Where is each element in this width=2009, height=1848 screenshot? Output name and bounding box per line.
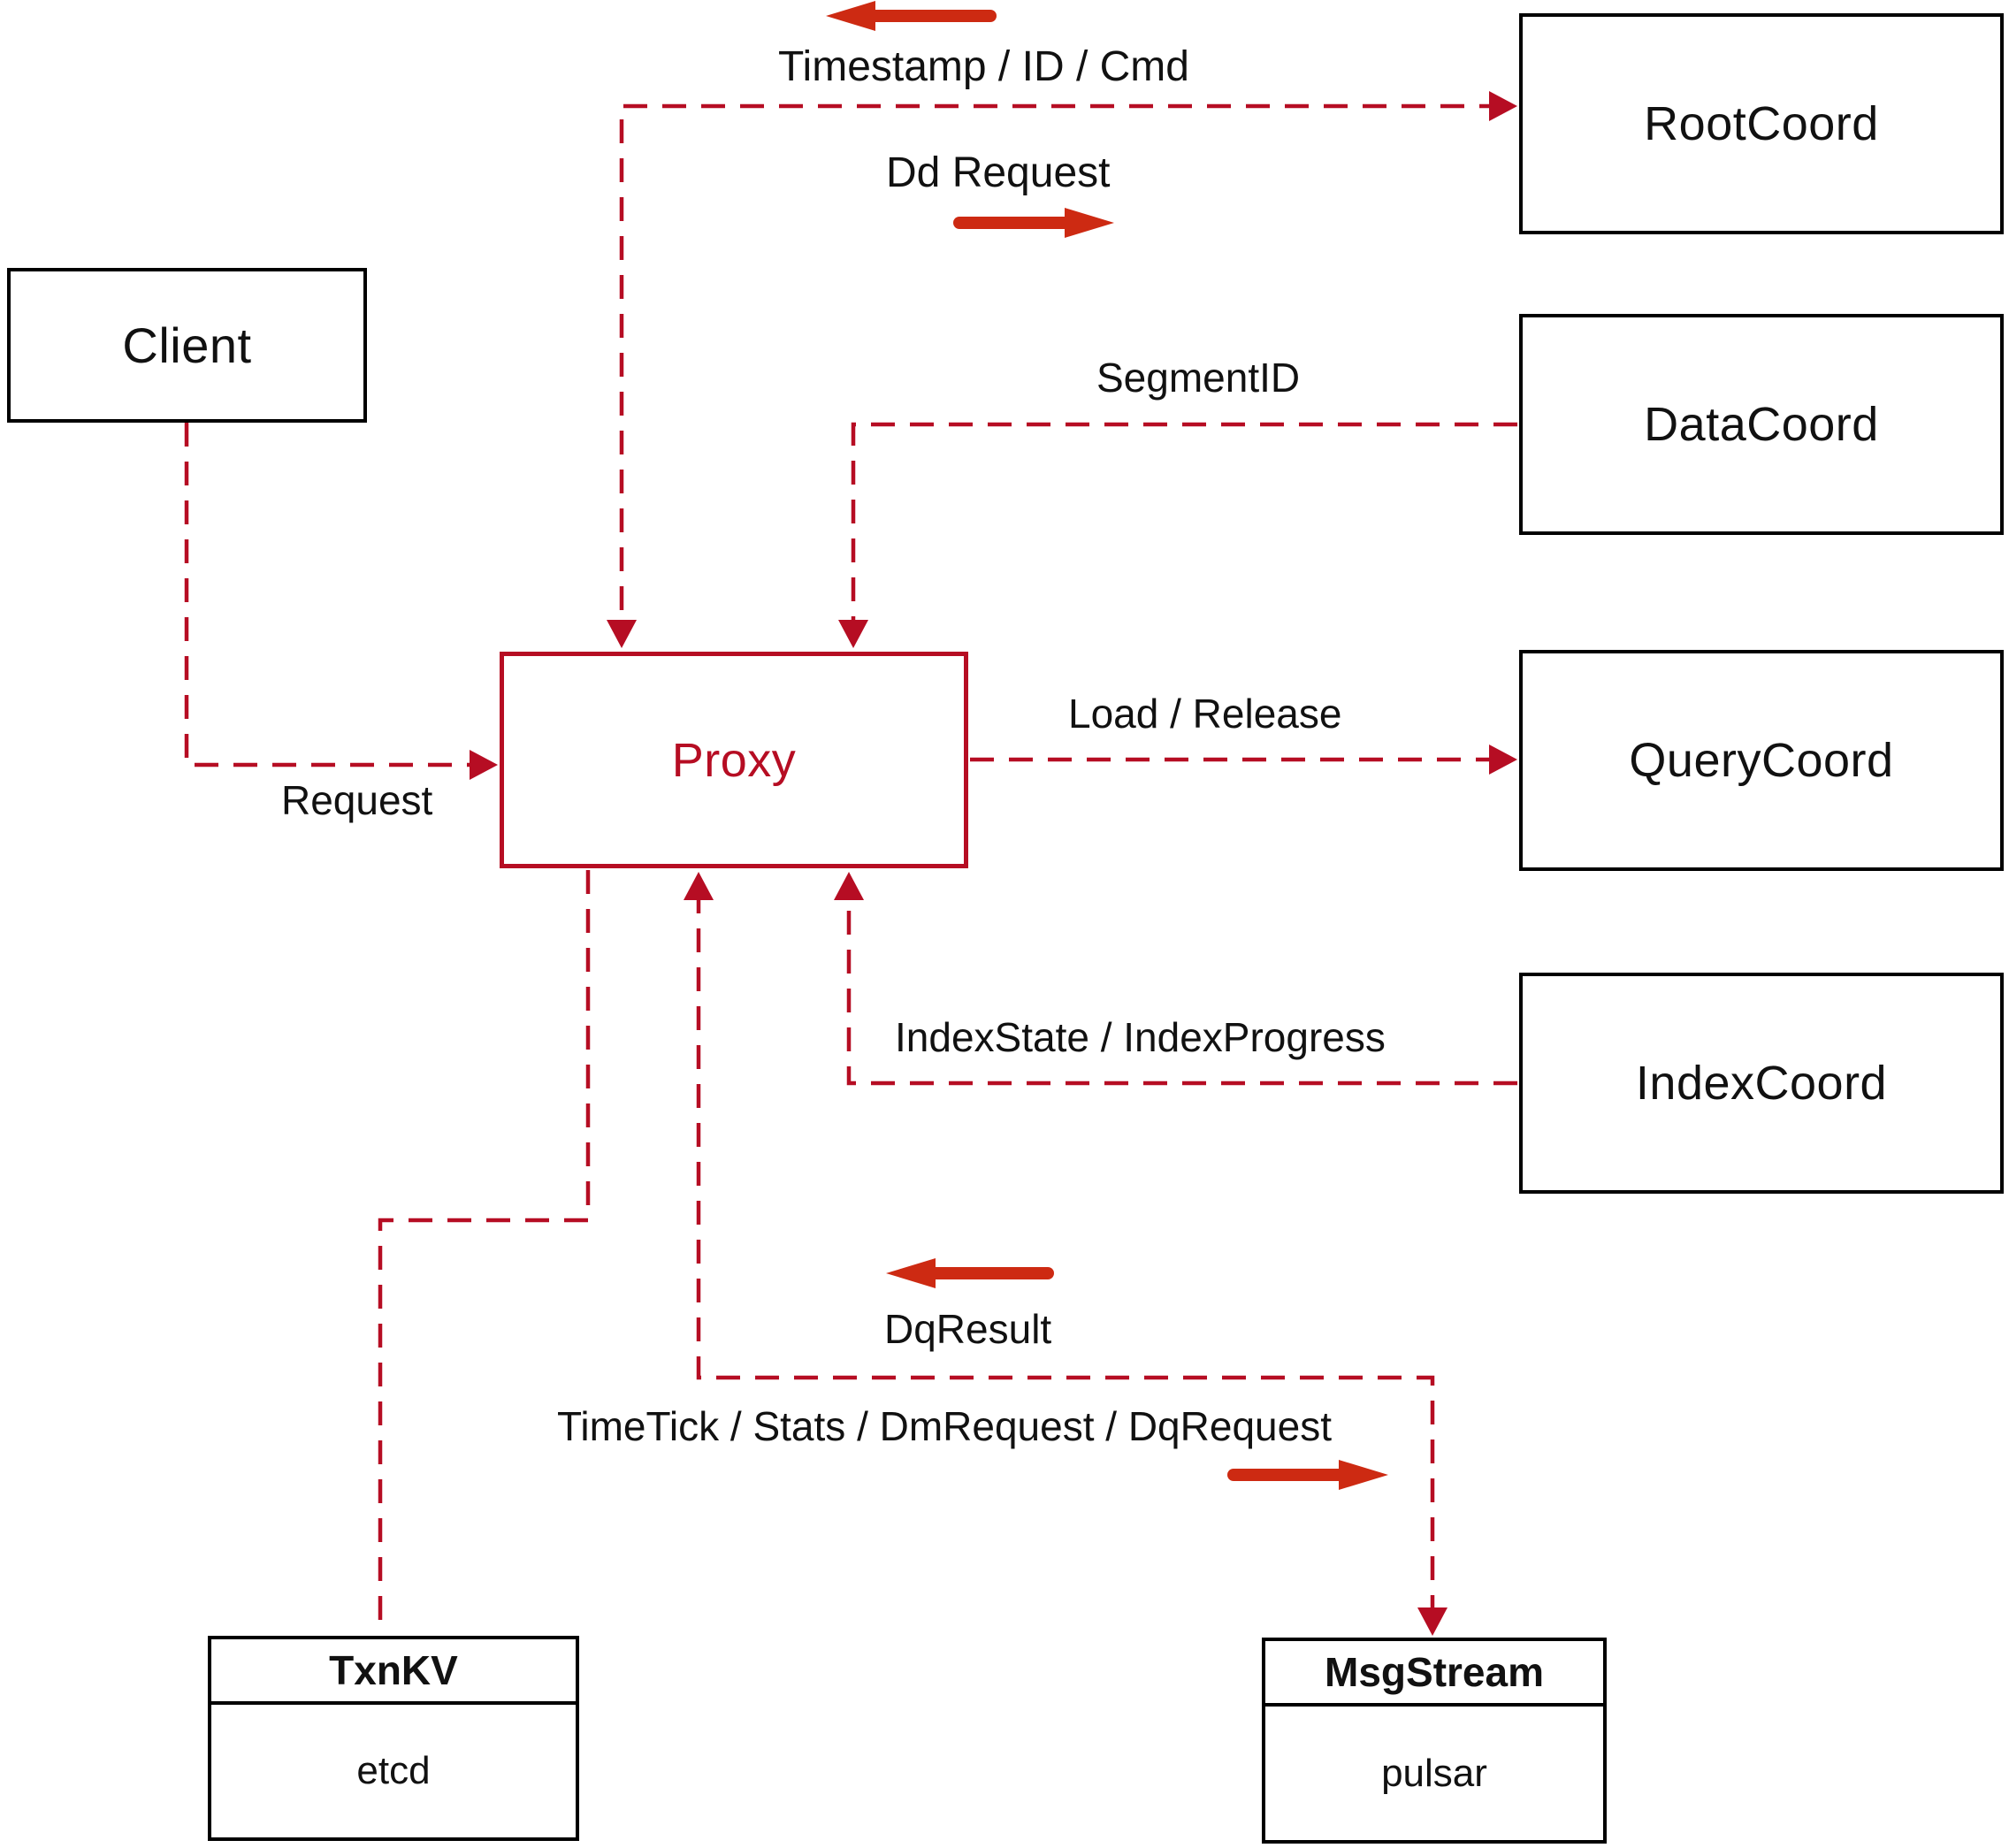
edge-label-dqresult: DqResult (884, 1306, 1052, 1352)
arrowhead-into-msgstream-icon (1417, 1607, 1448, 1636)
dd-request-direction-arrow-icon (953, 208, 1114, 238)
txnkv-node: TxnKV etcd (208, 1636, 579, 1841)
edge-label-dd-request: Dd Request (886, 149, 1111, 196)
edge-label-request: Request (281, 777, 433, 823)
client-node: Client (7, 268, 367, 423)
dq-result-direction-arrow-icon (886, 1258, 1054, 1288)
proxy-node: Proxy (500, 652, 968, 868)
rootcoord-label: RootCoord (1644, 97, 1879, 150)
arrowhead-into-proxy-top-right-icon (838, 620, 868, 648)
arrowhead-into-proxy-bottom-mid-icon (684, 872, 714, 900)
msgstream-title: MsgStream (1265, 1641, 1603, 1707)
edge-label-indexstate: IndexState / IndexProgress (895, 1014, 1386, 1060)
client-label: Client (122, 317, 252, 373)
edge-label-load-release: Load / Release (1068, 691, 1342, 737)
time-tick-direction-arrow-icon (1227, 1460, 1388, 1490)
arrowhead-into-proxy-top-left-icon (607, 620, 637, 648)
arrowhead-into-proxy-bottom-right-icon (834, 872, 864, 900)
datacoord-node: DataCoord (1519, 314, 2004, 535)
arrowhead-into-proxy-left-icon (470, 750, 498, 780)
indexcoord-node: IndexCoord (1519, 973, 2004, 1194)
edge-request-path (184, 423, 483, 767)
edge-label-timestamp: Timestamp / ID / Cmd (778, 43, 1189, 90)
querycoord-label: QueryCoord (1629, 734, 1894, 787)
indexcoord-label: IndexCoord (1635, 1057, 1888, 1110)
msgstream-impl: pulsar (1381, 1751, 1487, 1795)
datacoord-label: DataCoord (1644, 398, 1879, 451)
edge-label-segmentid: SegmentID (1096, 355, 1301, 401)
edge-label-timetick: TimeTick / Stats / DmRequest / DqRequest (557, 1403, 1332, 1449)
proxy-label: Proxy (671, 733, 797, 787)
edge-msgstream-path (696, 890, 1435, 1622)
edge-txnkv-path (378, 870, 591, 1634)
arrowhead-into-rootcoord-icon (1489, 91, 1517, 121)
txnkv-impl: etcd (356, 1749, 431, 1792)
timestamp-direction-arrow-icon (826, 1, 997, 31)
querycoord-node: QueryCoord (1519, 650, 2004, 871)
edge-timestamp-path (619, 103, 1503, 631)
edge-segmentid-path (851, 422, 1517, 631)
edge-indexstate-path (846, 890, 1517, 1086)
rootcoord-node: RootCoord (1519, 13, 2004, 234)
txnkv-title: TxnKV (211, 1639, 576, 1705)
msgstream-node: MsgStream pulsar (1262, 1638, 1607, 1844)
arrowhead-into-querycoord-icon (1489, 745, 1517, 775)
